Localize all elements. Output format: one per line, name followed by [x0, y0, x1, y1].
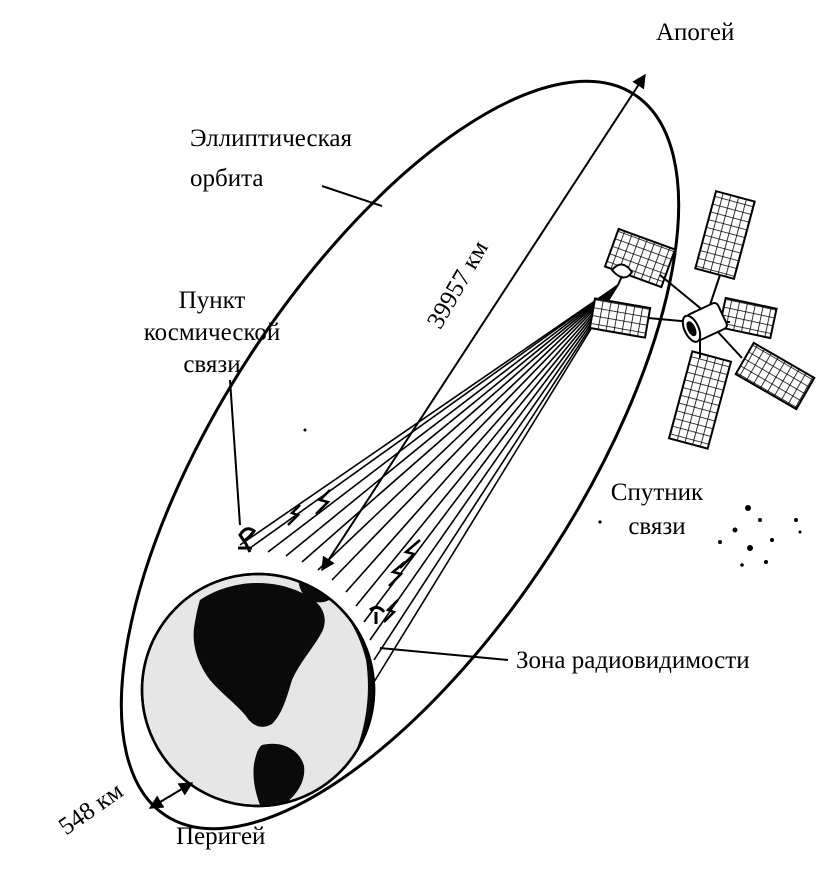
satellite-label-line2: связи	[628, 513, 686, 540]
receiving-station-marker	[369, 605, 386, 624]
station-label-line3: связи	[183, 351, 241, 378]
station-label-line2: космической	[143, 319, 281, 346]
orbit-label-line1: Эллиптическая	[190, 125, 352, 152]
leader-lines	[229, 185, 509, 661]
earth	[140, 527, 376, 808]
satellite-label-line1: Спутник	[610, 479, 704, 506]
station-label-line1: Пункт	[178, 287, 246, 314]
communication-satellite	[588, 189, 816, 450]
apogee-distance-arrow	[321, 73, 646, 572]
south-america-landmass	[253, 743, 305, 806]
print-specks	[303, 428, 802, 567]
orbit-label-line2: орбита	[190, 165, 264, 192]
apogee-label: Апогей	[656, 19, 735, 46]
perigee-label: Перигей	[176, 823, 266, 850]
visibility-zone-label: Зона радиовидимости	[516, 647, 750, 674]
north-america-landmass	[193, 582, 325, 727]
perigee-distance-arrow	[148, 782, 194, 809]
